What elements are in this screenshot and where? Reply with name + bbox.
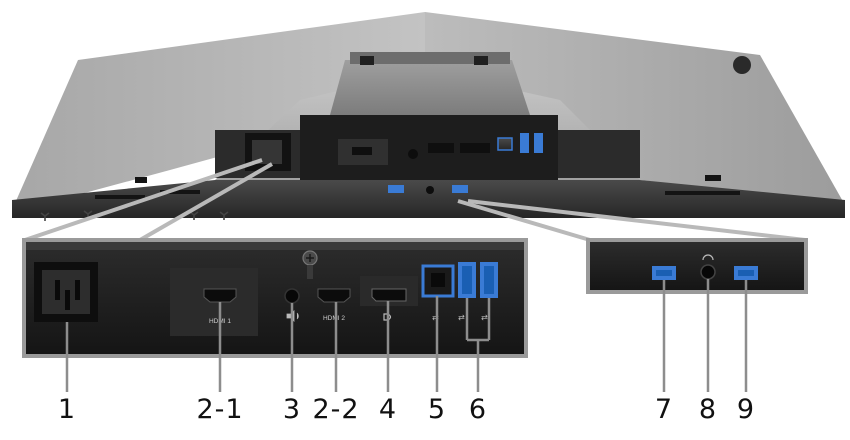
headphone-port [700, 264, 716, 280]
zoom-panel-main: HDMI 1 HDMI 2 ⇄ ⇄ ⇄ [22, 238, 528, 358]
lock-screw-post [307, 265, 313, 279]
hdmi2-port [317, 288, 351, 303]
callout-3: 3 [282, 394, 302, 425]
usb-b-small [497, 137, 513, 151]
audio-small [408, 149, 418, 159]
callout-9: 9 [736, 394, 756, 425]
bottom-usb-right [452, 185, 468, 193]
callout-6: 6 [468, 394, 488, 425]
hdmi1-port [203, 288, 237, 303]
hdmi-small-1-port [352, 147, 372, 155]
usb-a-glyph-2: ⇄ [481, 313, 488, 322]
usb-a-small-2 [534, 133, 543, 153]
zoom-panel-main-body [26, 242, 524, 354]
power-pin-3 [75, 280, 80, 300]
callout-8: 8 [698, 394, 718, 425]
stand-mount-top [350, 52, 510, 64]
zoom-panel-bottom-body [590, 242, 804, 290]
usb-b-glyph: ⇄ [432, 313, 439, 322]
hdmi2-label: HDMI 2 [323, 315, 345, 322]
dp-small [460, 143, 490, 153]
zoom-panel-bottom [586, 238, 808, 294]
monitor-body [12, 12, 845, 218]
callout-2-2: 2-2 [312, 394, 360, 425]
usb-a-small-1 [520, 133, 529, 153]
monitor-bottom-edge [12, 180, 845, 218]
power-pin-2 [65, 290, 70, 310]
dp-port [371, 288, 407, 302]
hdmi-small-2 [428, 143, 454, 153]
usb-a-glyph-1: ⇄ [458, 313, 465, 322]
power-pin-1 [55, 280, 60, 300]
rubber-feet [40, 210, 229, 221]
leader-lines [65, 279, 748, 392]
bottom-usb-left [388, 185, 404, 193]
callout-1: 1 [57, 394, 77, 425]
bottom-audio [426, 186, 434, 194]
monitor-stand-mount [330, 60, 530, 115]
monitor-back-left [12, 12, 425, 210]
logo-badge [733, 56, 751, 74]
callout-2-1: 2-1 [196, 394, 244, 425]
headphone-icon [702, 254, 714, 261]
vent-slots [95, 175, 740, 199]
stand-hinge-right [474, 56, 488, 65]
callout-7: 7 [654, 394, 674, 425]
stand-hinge-left [360, 56, 374, 65]
callout-5: 5 [427, 394, 447, 425]
zoom-connector-lines [24, 158, 806, 242]
audio-out-port [284, 288, 300, 304]
zoom-panel-main-ledge [26, 242, 524, 250]
callout-4: 4 [378, 394, 398, 425]
